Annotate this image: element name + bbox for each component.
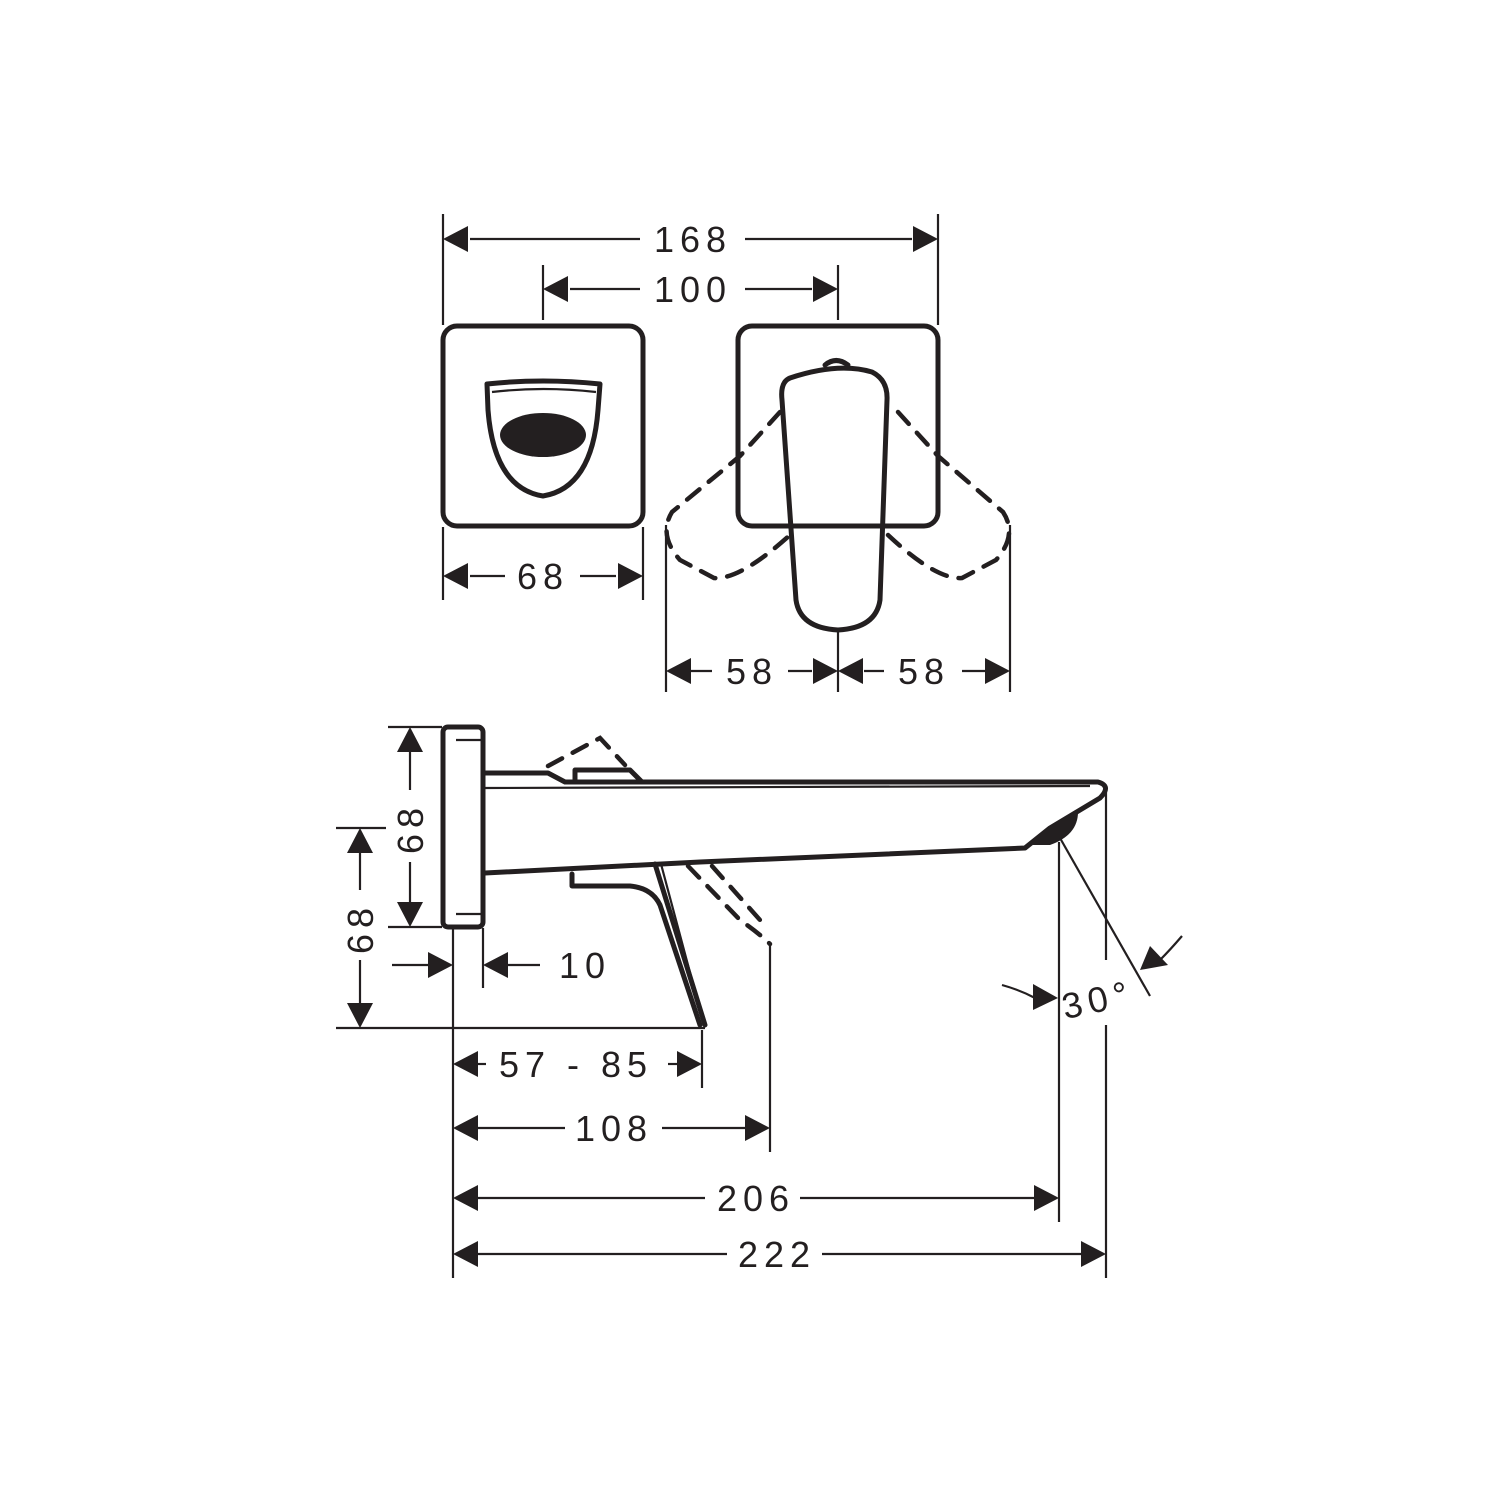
dim-label-center-distance: 100 bbox=[654, 269, 732, 310]
dim-total-projection: 222 bbox=[453, 792, 1108, 1278]
dim-label-lever-swing-projection: 108 bbox=[575, 1108, 653, 1149]
wall-plate bbox=[440, 724, 486, 930]
dim-lever-projection: 57 - 85 bbox=[453, 1030, 704, 1088]
dim-label-plate-height: 68 bbox=[390, 802, 431, 854]
dim-label-plate-thickness: 10 bbox=[559, 945, 611, 986]
dim-label-swing-right: 58 bbox=[898, 651, 950, 692]
lever-handle bbox=[779, 365, 890, 633]
dim-lever-swing-projection: 108 bbox=[453, 946, 772, 1152]
dim-outlet-projection: 206 bbox=[453, 842, 1061, 1222]
dim-label-outlet-angle: 30° bbox=[1058, 972, 1137, 1027]
dim-spout-height: 68 bbox=[336, 826, 705, 1030]
spout-plate bbox=[440, 323, 646, 529]
dim-plate-thickness: 10 bbox=[392, 928, 611, 988]
dim-label-lever-projection: 57 - 85 bbox=[499, 1044, 653, 1085]
spout-outlet-icon bbox=[500, 413, 586, 457]
dim-label-plate-width: 68 bbox=[517, 556, 569, 597]
dim-label-swing-left: 58 bbox=[726, 651, 778, 692]
spout-body bbox=[482, 735, 1108, 1028]
dim-label-outlet-projection: 206 bbox=[717, 1178, 795, 1219]
dim-center-distance: 100 bbox=[541, 265, 840, 320]
dim-plate-width: 68 bbox=[441, 527, 645, 600]
dim-label-spout-height: 68 bbox=[340, 902, 381, 954]
dim-label-total-projection: 222 bbox=[738, 1234, 816, 1275]
front-view: 168 100 68 bbox=[440, 214, 1012, 692]
side-view: 68 68 10 57 bbox=[336, 724, 1183, 1278]
lever-plate bbox=[664, 323, 1012, 633]
dim-overall-width: 168 bbox=[441, 214, 940, 325]
dim-label-overall-width: 168 bbox=[654, 219, 732, 260]
aerator-outlet bbox=[1030, 812, 1078, 845]
dim-outlet-angle: 30° bbox=[1001, 837, 1183, 1027]
dim-lever-swing: 58 58 bbox=[664, 525, 1012, 692]
dim-plate-height: 68 bbox=[388, 725, 442, 929]
